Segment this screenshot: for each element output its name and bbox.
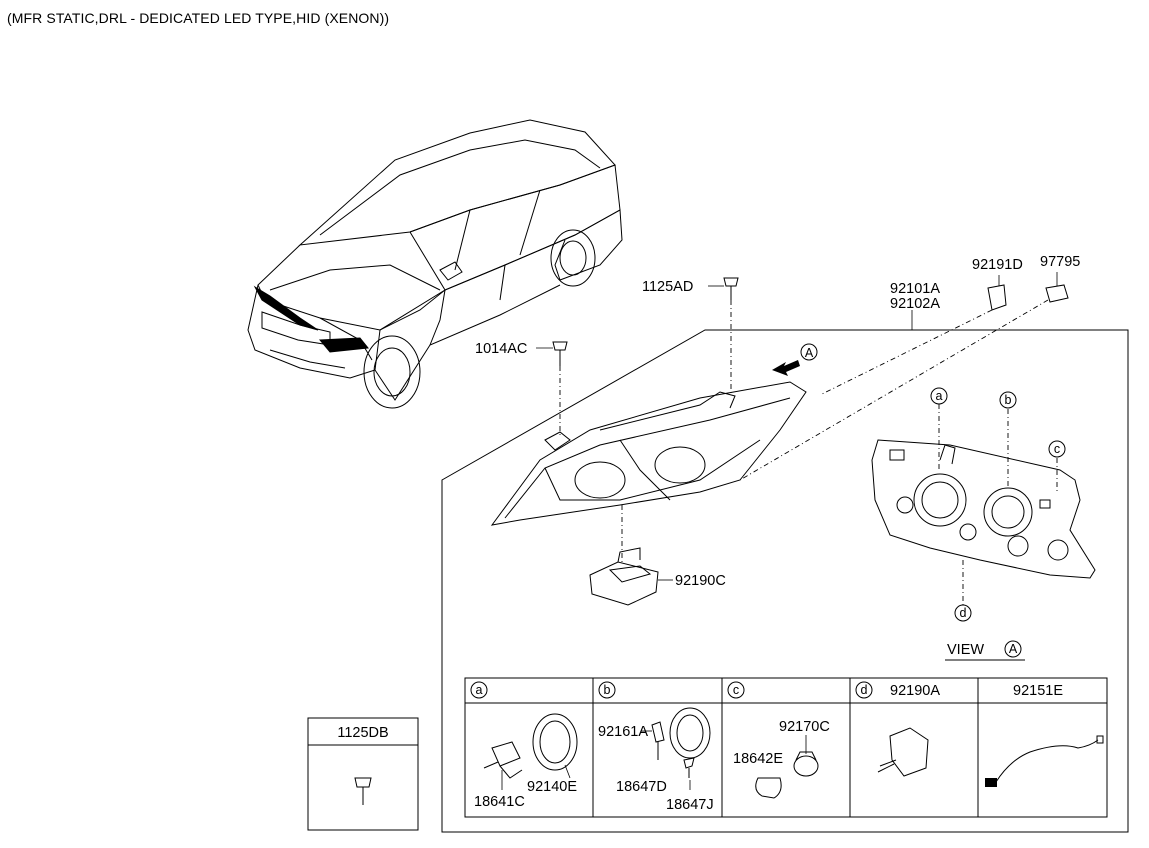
screw-1014AC: [552, 341, 568, 366]
table-header-c: c: [727, 681, 745, 699]
label-18647D: 18647D: [616, 779, 667, 795]
svg-text:d: d: [960, 606, 967, 620]
cell-d-parts: [877, 727, 929, 777]
label-92161A: 92161A: [598, 724, 648, 740]
label-92191D: 92191D: [972, 257, 1023, 273]
headlamp-assembly: [490, 381, 807, 526]
table-header-a: a: [470, 681, 488, 699]
cell-a-parts: [483, 713, 578, 790]
svg-text:a: a: [476, 683, 483, 697]
svg-text:c: c: [1054, 442, 1060, 456]
svg-text:d: d: [861, 683, 868, 697]
circle-c-marker: c: [1048, 440, 1066, 458]
table-header-92190A: 92190A: [890, 683, 940, 699]
rear-view-leaders: [938, 404, 1058, 605]
page-title: (MFR STATIC,DRL - DEDICATED LED TYPE,HID…: [7, 10, 390, 26]
table-header-d: d 92190A: [855, 681, 940, 699]
svg-text:a: a: [936, 389, 943, 403]
circle-b-marker: b: [999, 391, 1017, 409]
table-header-b: b: [598, 681, 616, 699]
label-1125AD: 1125AD: [642, 279, 693, 295]
cell-b-parts: [641, 707, 711, 790]
label-1014AC: 1014AC: [475, 341, 527, 357]
screw-1125AD: [723, 277, 739, 300]
view-arrow: A: [772, 343, 818, 376]
svg-text:b: b: [604, 683, 611, 697]
svg-text:VIEW: VIEW: [947, 642, 984, 658]
view-arrow-letter: A: [805, 346, 814, 360]
label-92190C: 92190C: [675, 573, 726, 589]
label-92170C: 92170C: [779, 719, 830, 735]
label-92102A: 92102A: [890, 296, 940, 312]
cell-c-parts: [755, 735, 819, 799]
detail-frame: [441, 329, 1129, 833]
table-header-92151E: 92151E: [1013, 683, 1063, 699]
side-box-1125DB: 1125DB: [307, 717, 419, 831]
svg-text:b: b: [1005, 393, 1012, 407]
leader-lines: [536, 272, 1058, 581]
rear-view-illustration: [871, 439, 1096, 579]
parts-table: [464, 677, 1108, 818]
cell-e-parts: [985, 735, 1104, 787]
view-a-label: VIEW A: [945, 640, 1025, 661]
circle-a-marker: a: [930, 387, 948, 405]
part-92191D: [987, 284, 1007, 311]
circle-d-marker: d: [954, 604, 972, 622]
label-18641C: 18641C: [474, 794, 525, 810]
label-97795: 97795: [1040, 254, 1080, 270]
svg-text:A: A: [1009, 642, 1018, 656]
label-18647J: 18647J: [666, 797, 714, 813]
car-illustration: [247, 119, 623, 409]
label-92101A: 92101A: [890, 281, 940, 297]
part-97795: [1045, 284, 1069, 303]
label-18642E: 18642E: [733, 751, 783, 767]
ballast-module: [589, 547, 659, 606]
label-1125DB: 1125DB: [337, 725, 388, 741]
svg-text:c: c: [733, 683, 739, 697]
label-92140E: 92140E: [527, 779, 577, 795]
